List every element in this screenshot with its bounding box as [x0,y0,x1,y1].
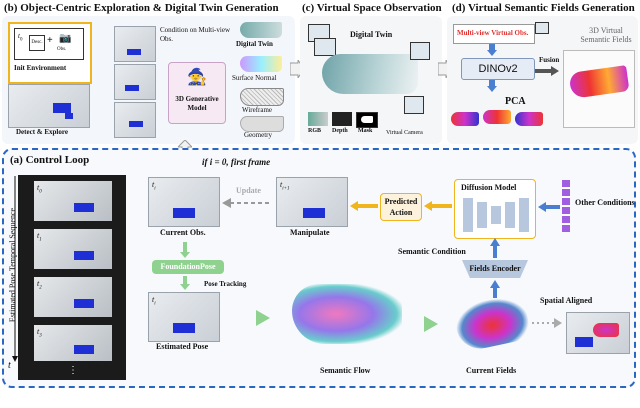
predicted-action-box: Predicted Action [380,193,422,221]
first-frame-condition: if i = 0, first frame [202,157,271,167]
fields-label: 3D Virtual Semantic Fields [580,26,632,44]
fusion-label: Fusion [539,56,560,64]
condition-label: Condition on Multi-view Obs. [160,26,230,43]
semantic-field-shoe [568,65,630,99]
panel-d: Multi-view Virtual Obs. DINOv2 PCA Fusio… [447,16,638,144]
depth-label: Depth [332,128,348,134]
view-frame-1 [114,26,156,62]
panel-c: Digital Twin RGB Depth Mask Virtual Came… [300,16,442,144]
spatial-aligned-label: Spatial Aligned [540,296,593,305]
geometry-shoe-icon [240,116,284,132]
estimated-pose-image: ti [148,292,220,342]
section-a-title: (a) Control Loop [10,154,90,166]
virtual-camera-bottom [404,96,424,114]
multiview-camera-icon [535,22,549,34]
arrow-pose-to-flow [256,310,270,326]
wizard-icon: 🧙 [187,69,207,86]
wireframe-label: Wireframe [242,106,273,114]
current-obs-label: Current Obs. [160,228,206,237]
twin-shoe-icon [240,22,282,38]
dinov2-box: DINOv2 [461,58,535,80]
virtual-camera-label: Virtual Camera [386,130,423,136]
other-conditions-tokens [562,180,570,232]
film-frame-1: t1 [34,229,112,269]
arrow-fields-to-aligned [532,318,562,328]
explore-scene [8,84,90,128]
manipulate-image: ti+1 [276,177,348,227]
t-axis-label: t [8,360,11,371]
pca-shoe-1 [451,112,479,126]
generative-model-label: 3D Generative Model [175,95,219,112]
pca-shoe-3 [515,112,543,126]
section-b-title: (b) Object-Centric Exploration & Digital… [4,2,279,14]
virtual-camera-left [314,38,336,56]
semantic-condition-label: Semantic Condition [398,247,466,256]
mask-label: Mask [358,128,373,134]
multiview-box: Multi-view Virtual Obs. [453,24,535,44]
pose-tracking-label: Pose Tracking [204,280,247,288]
manipulate-label: Manipulate [290,228,330,237]
detect-explore-label: Detect & Explore [16,128,68,136]
arrow-flow-to-fields [424,316,438,332]
view-frame-2 [114,64,156,100]
mask-thumb [356,112,378,128]
digital-twin-label: Digital Twin [236,40,273,48]
section-d-title: (d) Virtual Semantic Fields Generation [452,2,635,14]
digital-twin-c-label: Digital Twin [350,30,393,39]
film-frame-0: t0 [34,181,112,221]
init-env-label: Init Environment [14,64,67,72]
pca-label: PCA [505,96,526,107]
film-frame-2: t2 [34,277,112,317]
film-ellipsis: ⋮ [68,365,78,376]
current-obs-image: ti [148,177,220,227]
wireframe-shoe-icon [240,88,284,106]
desc-obs-box: t0 Desc. + 📷 Obs. [14,28,84,60]
spatial-aligned-image [566,312,630,354]
surface-normal-label: Surface Normal [232,74,277,82]
desc-icon: Desc. [29,35,45,51]
multiview-label: Multi-view Virtual Obs. [457,29,529,37]
film-frame-3: t3 [34,325,112,361]
update-arrow [222,198,272,208]
semantic-flow-cloud [292,284,402,344]
panel-b: t0 Desc. + 📷 Obs. Init Environment Detec… [2,16,295,144]
rgb-label: RGB [308,128,322,134]
init-env-box: t0 Desc. + 📷 Obs. Init Environment [8,22,92,84]
pca-shoe-2 [483,110,511,124]
depth-thumb [332,112,352,126]
generative-model-box: 🧙 3D Generative Model [168,62,226,124]
view-frame-3 [114,102,156,138]
geometry-label: Geometry [244,131,272,139]
virtual-camera-right [410,42,430,60]
camera-icon: 📷 [59,33,72,44]
estimated-pose-label: Estimated Pose [156,342,209,351]
film-strip: t0 t1 t2 t3 ⋮ [18,175,126,380]
update-label: Update [236,186,261,195]
semantic-field-plot [563,50,635,128]
foundation-pose-box: FoundationPose [152,260,224,274]
current-fields-label: Current Fields [466,366,517,375]
other-conditions-label: Other Conditions [575,198,635,207]
diffusion-model-box: Diffusion Model [454,179,536,239]
section-c-title: (c) Virtual Space Observation [302,2,442,14]
rgb-thumb [308,112,328,126]
semantic-flow-label: Semantic Flow [320,366,371,375]
diffusion-model-label: Diffusion Model [461,183,517,192]
fields-encoder-box: Fields Encoder [462,260,528,278]
normal-shoe-icon [240,56,282,72]
twin-shoe [322,54,418,94]
